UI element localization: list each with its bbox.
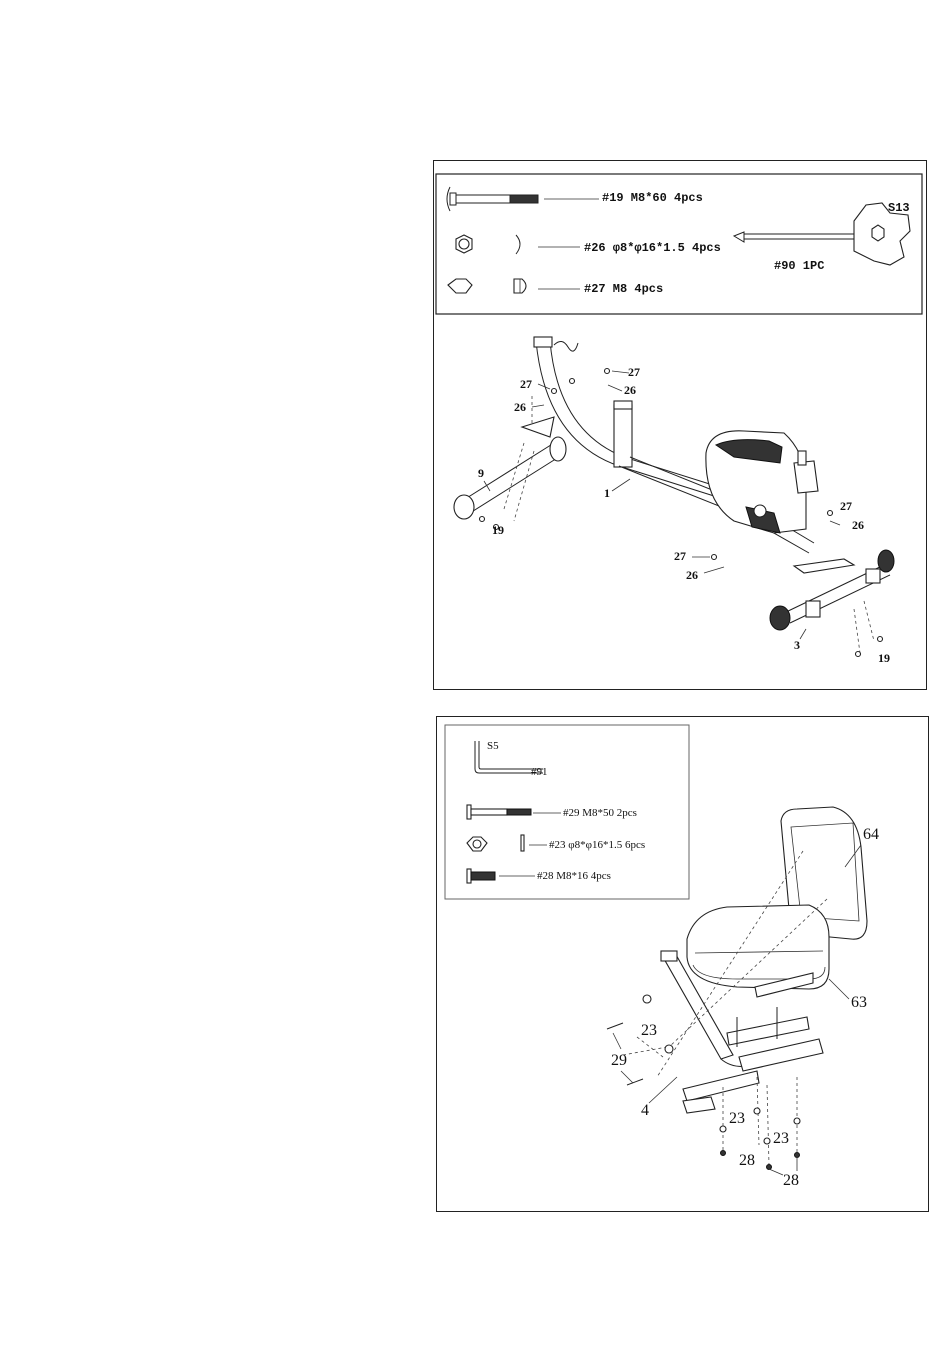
hardware-label-washer: #26 φ8*φ16*1.5 4pcs bbox=[584, 241, 721, 255]
callout-bolt-1: 19 bbox=[492, 523, 504, 537]
hardware-label-allen: #91 bbox=[531, 766, 548, 778]
callout-washer-4: 26 bbox=[686, 568, 698, 582]
callout-seat-post: 4 bbox=[641, 1102, 649, 1119]
hardware-label-washer: #23 φ8*φ16*1.5 6pcs bbox=[549, 839, 645, 851]
hardware-label-bolt50: #29 M8*50 2pcs bbox=[563, 807, 637, 819]
callout-front-stabilizer: 3 bbox=[794, 638, 800, 652]
hardware-label-bolt: #19 M8*60 4pcs bbox=[602, 191, 703, 205]
callout-nut-2: 27 bbox=[520, 377, 532, 391]
assembly-step-panel-seat: S5 #91 #29 M8*50 2pcs #23 φ8*φ16*1.5 6pc… bbox=[436, 716, 929, 1212]
washer-icon bbox=[456, 235, 472, 253]
seat-assembly-diagram: S5 #91 #29 M8*50 2pcs #23 φ8*φ16*1.5 6pc… bbox=[437, 717, 928, 1211]
callout-washer-1: 23 bbox=[641, 1022, 657, 1039]
callout-washer-3: 26 bbox=[852, 518, 864, 532]
callout-washer-2: 26 bbox=[514, 400, 526, 414]
callout-washer-3: 23 bbox=[773, 1130, 789, 1147]
cap-nut-icon bbox=[514, 279, 526, 293]
allen-key-size: S5 bbox=[487, 740, 499, 752]
frame-assembly-diagram: #19 M8*60 4pcs #26 φ8*φ16*1.5 4pcs #27 M… bbox=[434, 161, 926, 689]
callout-frame: 1 bbox=[604, 486, 610, 500]
callout-bolt50: 29 bbox=[611, 1052, 627, 1069]
callout-seat: 63 bbox=[851, 994, 867, 1011]
callout-nut-4: 27 bbox=[674, 549, 686, 563]
hardware-label-bolt16: #28 M8*16 4pcs bbox=[537, 870, 611, 882]
assembly-step-panel-frame: #19 M8*60 4pcs #26 φ8*φ16*1.5 4pcs #27 M… bbox=[433, 160, 927, 690]
wrench-label: #90 1PC bbox=[774, 259, 824, 273]
wrench-size-label: S13 bbox=[888, 201, 910, 215]
callout-washer-2: 23 bbox=[729, 1110, 745, 1127]
callout-backrest: 64 bbox=[863, 826, 879, 843]
callout-bolt16-2: 28 bbox=[783, 1172, 799, 1189]
hardware-label-nut: #27 M8 4pcs bbox=[584, 282, 663, 296]
callout-washer-1: 26 bbox=[624, 383, 636, 397]
callout-rear-stabilizer: 9 bbox=[478, 466, 484, 480]
callout-bolt-2: 19 bbox=[878, 651, 890, 665]
callout-nut-3: 27 bbox=[840, 499, 852, 513]
callout-bolt16-1: 28 bbox=[739, 1152, 755, 1169]
callout-nut-1: 27 bbox=[628, 365, 640, 379]
